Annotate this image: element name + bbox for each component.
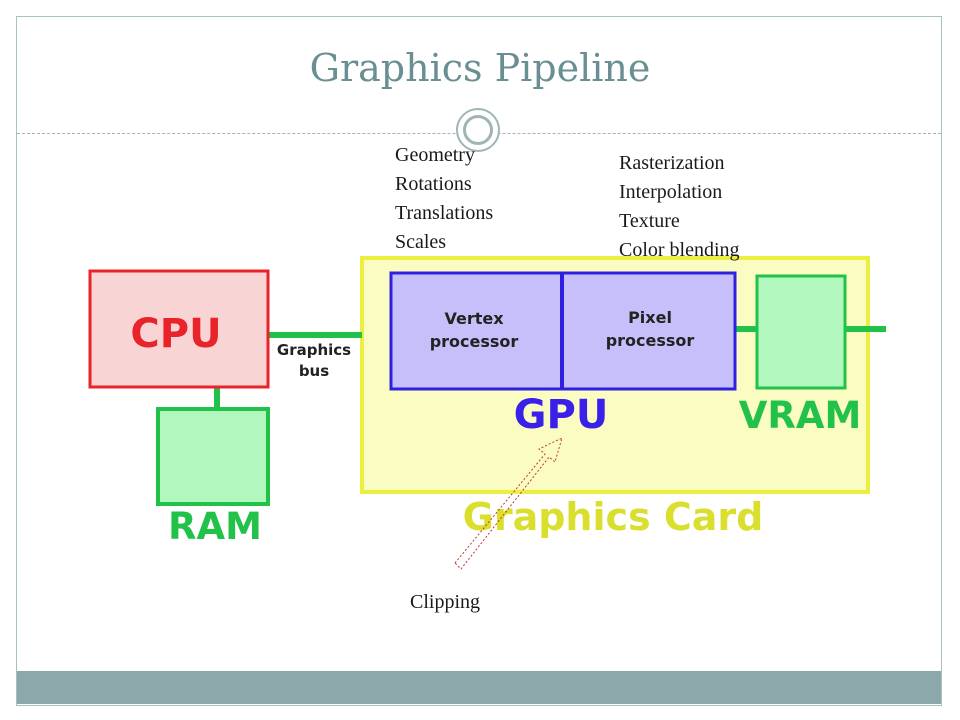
footer-bar xyxy=(17,671,941,704)
pixel-processor-label-line2: processor xyxy=(606,331,695,350)
ring-ornament-icon xyxy=(456,108,500,152)
raster-item: Rasterization xyxy=(619,152,725,174)
geometry-item: Rotations xyxy=(395,173,472,195)
ram-box xyxy=(156,407,270,506)
geometry-stage-list: Geometry Rotations Translations Scales xyxy=(395,141,493,257)
ram-label: RAM xyxy=(168,505,262,548)
clipping-label: Clipping xyxy=(410,591,481,613)
graphics-bus-label-line1: Graphics xyxy=(277,341,351,359)
geometry-item: Scales xyxy=(395,231,447,253)
graphics-bus-label-line2: bus xyxy=(299,362,329,380)
cpu-box xyxy=(88,269,270,389)
slide-frame xyxy=(16,16,942,706)
raster-item: Texture xyxy=(619,210,680,232)
raster-stage-list: Rasterization Interpolation Texture Colo… xyxy=(619,149,740,265)
ring-inner xyxy=(463,115,493,145)
vram-box xyxy=(755,274,847,390)
cpu-label: CPU xyxy=(130,311,221,357)
gpu-label: GPU xyxy=(514,392,609,438)
graphics-card-label: Graphics Card xyxy=(463,495,764,539)
vertex-processor-label-line1: Vertex xyxy=(444,309,504,328)
raster-item: Color blending xyxy=(619,239,740,261)
geometry-item: Geometry xyxy=(395,144,475,166)
pixel-processor-label-line1: Pixel xyxy=(628,308,672,327)
slide-title: Graphics Pipeline xyxy=(309,46,651,90)
raster-item: Interpolation xyxy=(619,181,723,203)
vram-label: VRAM xyxy=(739,394,862,437)
geometry-item: Translations xyxy=(395,202,494,224)
vertex-processor-label-line2: processor xyxy=(430,332,519,351)
